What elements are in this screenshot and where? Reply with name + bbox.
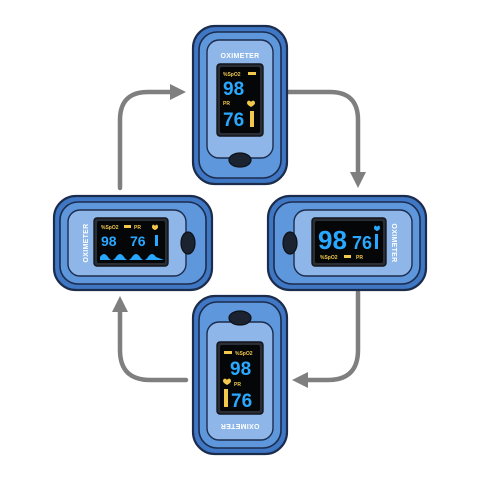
oximeter-top: OXIMETER %SpO2 98 PR 76 (191, 24, 289, 186)
oled-screen (220, 345, 260, 411)
spo2-value: 98 (101, 233, 117, 249)
oximeter-right: OXIMETER 98 76 %SpO2 PR (266, 194, 428, 292)
spo2-label: %SpO2 (320, 255, 338, 261)
pr-value: 76 (231, 391, 252, 412)
oximeter-left: OXIMETER %SpO2 PR 98 76 (52, 194, 214, 292)
spo2-label: %SpO2 (101, 225, 119, 231)
oled-screen (315, 221, 383, 263)
oled-screen (97, 221, 165, 263)
arrow-bottom-right (292, 289, 361, 388)
heart-icon (152, 224, 158, 230)
pleth-waveform (100, 254, 164, 260)
heart-icon (223, 378, 231, 385)
rotation-arrows (112, 84, 366, 388)
spo2-value: 98 (230, 359, 251, 380)
pulse-bar (155, 235, 158, 246)
power-button[interactable] (228, 310, 252, 326)
pr-label: PR (223, 101, 230, 107)
pr-value: 76 (223, 110, 244, 131)
brand-label: OXIMETER (83, 224, 90, 263)
spo2-value: 98 (223, 79, 244, 100)
arrow-top-left (117, 84, 186, 191)
heart-icon (374, 225, 380, 231)
spo2-label: %SpO2 (223, 72, 241, 78)
pr-value: 76 (352, 233, 372, 253)
pr-label: PR (356, 255, 363, 261)
pulse-bar (250, 111, 254, 127)
pulse-bar (375, 234, 378, 249)
power-button[interactable] (282, 231, 298, 255)
pr-label: PR (134, 225, 141, 231)
arrow-bottom-left (112, 296, 189, 383)
brand-label: OXIMETER (390, 224, 397, 263)
brand-label: OXIMETER (221, 53, 260, 60)
pulse-bar (224, 389, 228, 407)
heart-icon (247, 100, 255, 107)
pr-label: PR (234, 382, 241, 388)
power-button[interactable] (180, 231, 196, 255)
arrow-top-right (285, 89, 366, 188)
pr-value: 76 (130, 233, 146, 249)
brand-label: OXIMETER (221, 422, 260, 429)
spo2-label: %SpO2 (235, 351, 253, 357)
oximeter-bottom: %SpO2 98 PR 76 OXIMETER (191, 294, 289, 456)
power-button[interactable] (228, 152, 252, 168)
spo2-value: 98 (318, 225, 347, 255)
